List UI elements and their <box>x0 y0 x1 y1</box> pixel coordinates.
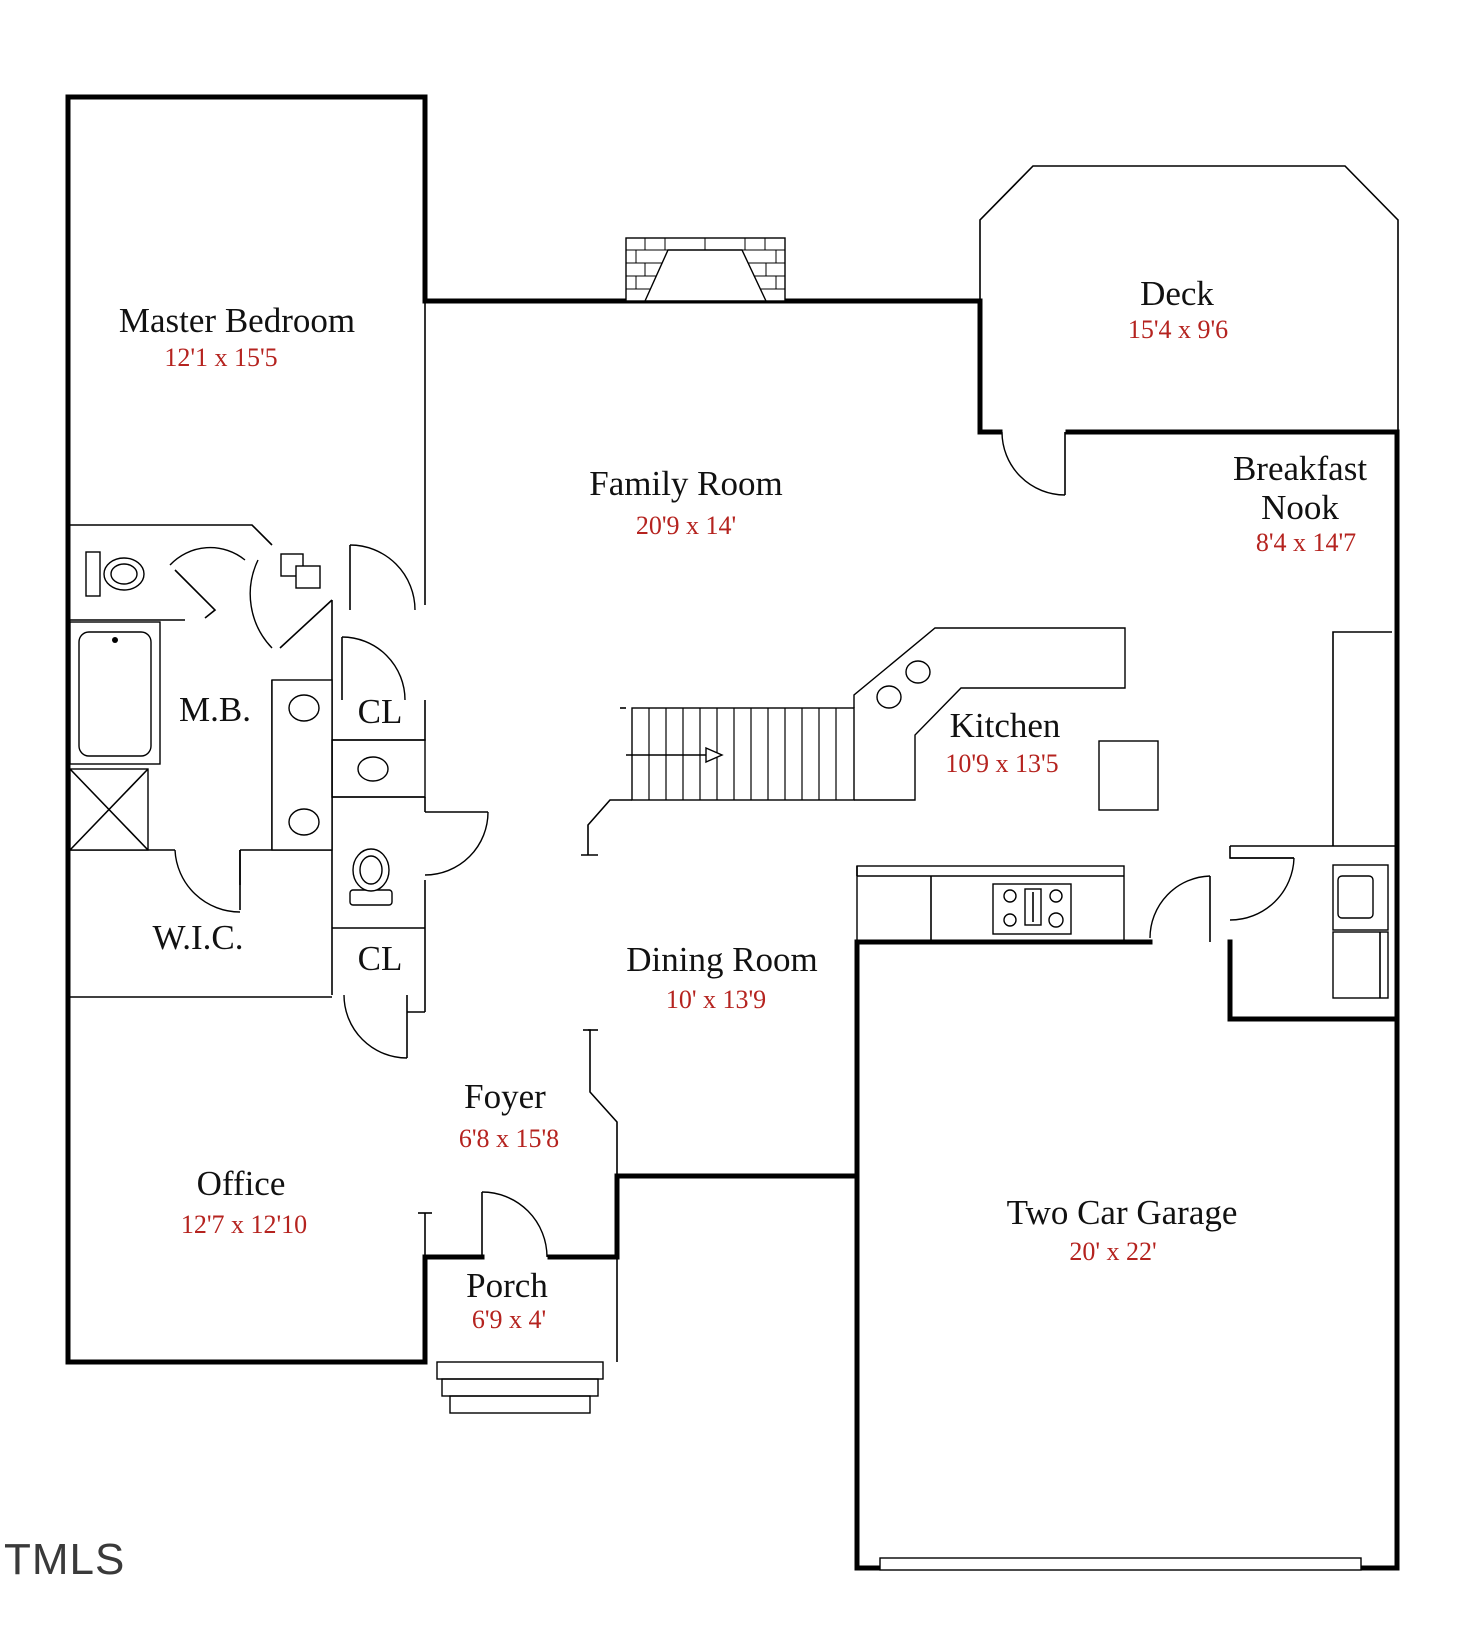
label-kitchen: Kitchen <box>950 706 1061 745</box>
label-two-car-garage: Two Car Garage <box>1007 1193 1238 1232</box>
porch-steps <box>436 1361 604 1414</box>
label-breakfast-nook-line2: Nook <box>1261 488 1339 527</box>
dims-office: 12'7 x 12'10 <box>181 1210 307 1239</box>
wall-family-north <box>422 298 1003 435</box>
wall-porch-right <box>547 1173 860 1260</box>
garage-door <box>879 1557 1362 1571</box>
kitchen-fixtures <box>853 627 1389 999</box>
tmls-watermark: TMLS <box>4 1535 125 1584</box>
room-labels: Master Bedroom 12'1 x 15'5 Family Room 2… <box>119 274 1367 1334</box>
stairs <box>620 707 855 801</box>
label-closet-upper: CL <box>358 692 403 731</box>
dims-master-bedroom: 12'1 x 15'5 <box>164 343 277 372</box>
label-porch: Porch <box>466 1266 548 1305</box>
label-closet-lower: CL <box>358 939 403 978</box>
dims-foyer: 6'8 x 15'8 <box>459 1124 559 1153</box>
dims-two-car-garage: 20' x 22' <box>1069 1237 1156 1266</box>
bath-fixtures <box>69 551 426 906</box>
wall-nook-north <box>1065 429 1400 1022</box>
dims-family-room: 20'9 x 14' <box>636 511 736 540</box>
fireplace <box>625 237 786 302</box>
dims-breakfast-nook: 8'4 x 14'7 <box>1256 528 1356 557</box>
doors <box>169 431 1295 1258</box>
label-wic: W.I.C. <box>152 918 243 957</box>
label-office: Office <box>197 1164 286 1203</box>
dims-deck: 15'4 x 9'6 <box>1128 315 1228 344</box>
dims-porch: 6'9 x 4' <box>472 1305 546 1334</box>
label-family-room: Family Room <box>589 464 783 503</box>
label-dining-room: Dining Room <box>626 940 818 979</box>
label-foyer: Foyer <box>464 1077 546 1116</box>
deck-outline <box>979 165 1399 432</box>
dims-dining-room: 10' x 13'9 <box>666 985 766 1014</box>
label-deck: Deck <box>1140 274 1214 313</box>
label-breakfast-nook-line1: Breakfast <box>1233 449 1367 488</box>
dims-kitchen: 10'9 x 13'5 <box>945 749 1058 778</box>
label-master-bath: M.B. <box>179 690 251 729</box>
label-master-bedroom: Master Bedroom <box>119 301 355 340</box>
